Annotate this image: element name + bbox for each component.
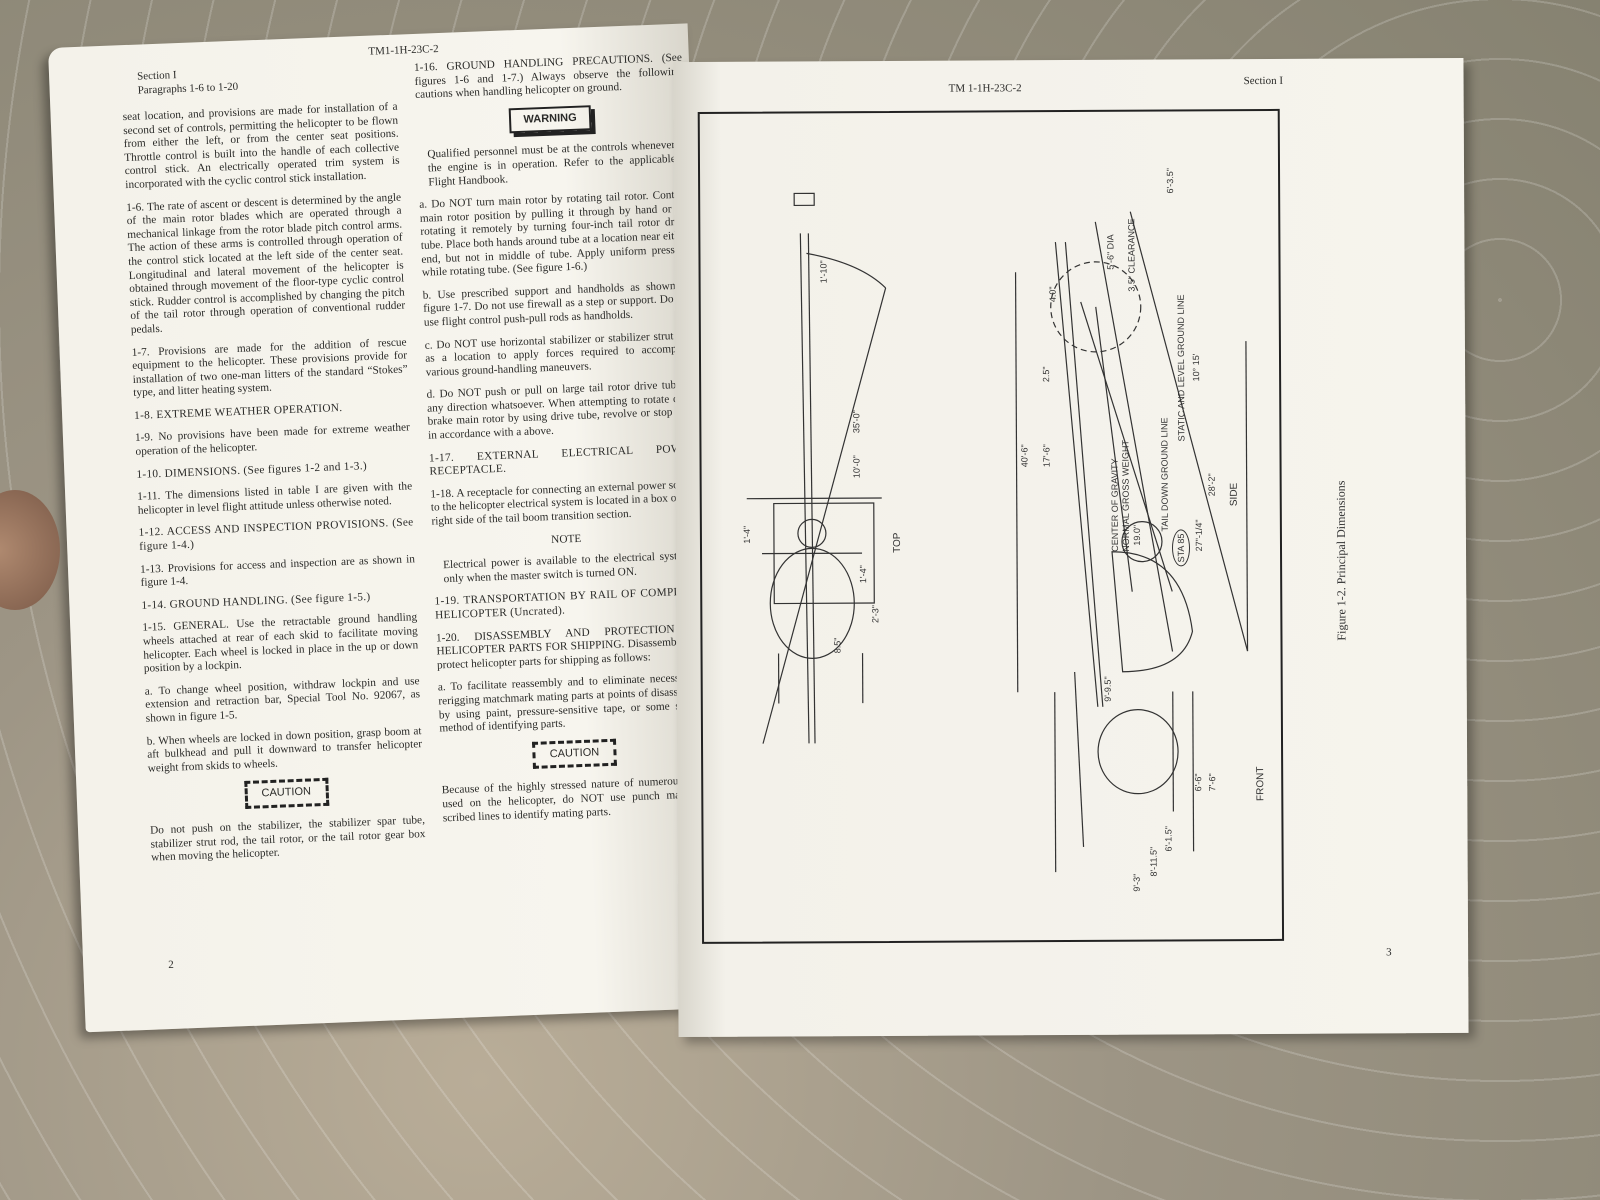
warning-text: Qualified personnel must be at the contr… (427, 139, 676, 189)
paragraphs-range: Paragraphs 1-6 to 1-20 (137, 80, 239, 97)
note-label: NOTE (550, 532, 582, 546)
dim-label: 5'-6" DIA (1105, 234, 1116, 270)
paragraph: b. When wheels are locked in down positi… (146, 724, 423, 775)
document-id: TM 1-1H-23C-2 (948, 82, 1022, 95)
station-marker: STA 85 (1171, 529, 1191, 567)
dim-label: 8.5" (832, 637, 843, 654)
paragraph: b. Use prescribed support and handholds … (422, 279, 692, 329)
dim-label: 6'-3.5" (1165, 168, 1176, 194)
view-label-front: FRONT (1255, 766, 1267, 802)
paragraph: a. To facilitate reassembly and to elimi… (437, 671, 707, 735)
paragraph: 1-9. No provisions have been made for ex… (134, 421, 411, 458)
paragraph: a. To change wheel position, withdraw lo… (144, 674, 421, 725)
dim-label: NORMAL GROSS WEIGHT (1120, 439, 1132, 552)
side-view-drawing (1014, 211, 1249, 707)
dim-label: 1'-4" (858, 565, 869, 584)
caution-box: CAUTION (243, 778, 329, 809)
dim-label: TAIL DOWN GROUND LINE (1159, 417, 1170, 532)
caution-text: Do not push on the stabilizer, the stabi… (149, 814, 426, 864)
right-column: 1-16. GROUND HANDLING PRECAUTIONS. (See … (414, 52, 711, 835)
caution-box: CAUTION (531, 738, 617, 770)
paragraph: 1-6. The rate of ascent or descent is de… (125, 191, 406, 336)
dim-label: 10° 15' (1190, 353, 1202, 382)
dim-label: 1'-10" (818, 260, 829, 284)
paragraph: 1-20. DISASSEMBLY AND PROTECTION OF HELI… (435, 621, 705, 672)
dim-label: 19.0" (1131, 524, 1142, 546)
heading: 1-12. ACCESS AND INSPECTION PROVISIONS. … (138, 516, 414, 553)
paragraph: 1-15. GENERAL. Use the retractable groun… (142, 611, 419, 675)
paragraph: 1-13. Provisions for access and inspecti… (139, 552, 416, 590)
dim-label: 8'-11.5" (1148, 846, 1159, 877)
caution-text: Because of the highly stressed nature of… (441, 774, 711, 824)
dim-label: 17'-6" (1041, 444, 1052, 468)
left-page: Section I Paragraphs 1-6 to 1-20 TM1-1H-… (48, 23, 726, 1033)
dim-label: 1'-4" (741, 525, 752, 544)
heading: 1-14. GROUND HANDLING. (See figure 1-5.) (141, 590, 371, 612)
dim-label: 2'-3" (870, 605, 881, 624)
helicopter-dimension-drawing (746, 192, 1249, 873)
heading: 1-17. EXTERNAL ELECTRICAL POWER RECEPTAC… (428, 442, 698, 478)
dim-label: 10'-0" (851, 455, 862, 479)
dim-label: CENTER OF GRAVITY (1109, 458, 1121, 552)
dim-label: 6'-1.5" (1163, 826, 1174, 852)
note-text: Electrical power is available to the ele… (442, 549, 692, 586)
section-label: Section I (1243, 74, 1284, 88)
heading: 1-10. DIMENSIONS. (See figures 1-2 and 1… (136, 459, 368, 481)
paragraph: 1-11. The dimensions listed in table I a… (137, 480, 413, 517)
dim-label: 28'-2" (1206, 473, 1217, 497)
dim-label: STATIC AND LEVEL GROUND LINE (1175, 294, 1187, 442)
page-number: 2 (168, 958, 175, 972)
paragraph: a. Do NOT turn main rotor by rotating ta… (419, 188, 690, 279)
heading: 1-8. EXTREME WEATHER OPERATION. (133, 401, 343, 422)
right-page: TM 1-1H-23C-2 Section I (673, 57, 1469, 1038)
dim-label: 3.5" CLEARANCE (1126, 218, 1137, 292)
view-label-top: TOP (891, 532, 904, 553)
dim-label: 40'-6" (1019, 444, 1030, 468)
dim-label: 7'-6" (1207, 773, 1218, 792)
dim-label: 2.5" (1041, 366, 1052, 383)
paragraph: seat location, and provisions are made f… (122, 100, 400, 192)
figure-frame: 1'-10" 35'-0" 10'-0" 1'-4" 1'-4" 2'-3" 8… (697, 108, 1348, 944)
paragraph: 1-18. A receptacle for connecting an ext… (430, 478, 699, 528)
paragraph: 1-16. GROUND HANDLING PRECAUTIONS. (See … (413, 51, 683, 102)
view-label-side: SIDE (1228, 482, 1240, 507)
document-id: TM1-1H-23C-2 (368, 43, 439, 58)
dim-label: 27"-1/4" (1193, 519, 1205, 552)
paragraph: c. Do NOT use horizontal stabilizer or s… (424, 328, 694, 379)
section-label: Section I (136, 69, 177, 83)
paragraph: d. Do NOT push or pull on large tail rot… (426, 378, 696, 442)
dim-label: 9'-9.5" (1102, 676, 1113, 702)
dim-label: 9'-3" (1131, 873, 1142, 892)
figure-caption: Figure 1-2. Principal Dimensions (1333, 480, 1349, 641)
warning-box: WARNING (508, 104, 592, 134)
heading: 1-19. TRANSPORTATION BY RAIL OF COMPLETE… (434, 585, 703, 622)
front-view-drawing (1054, 671, 1195, 873)
paragraph: 1-7. Provisions are made for the additio… (131, 335, 408, 400)
dim-label: 35'-0" (851, 410, 862, 434)
top-view-drawing (746, 192, 887, 744)
left-column: seat location, and provisions are made f… (122, 101, 426, 875)
dim-label: 6'-6" (1193, 773, 1204, 792)
dim-label: 4.0" (1047, 286, 1058, 303)
page-number: 3 (1386, 946, 1392, 959)
